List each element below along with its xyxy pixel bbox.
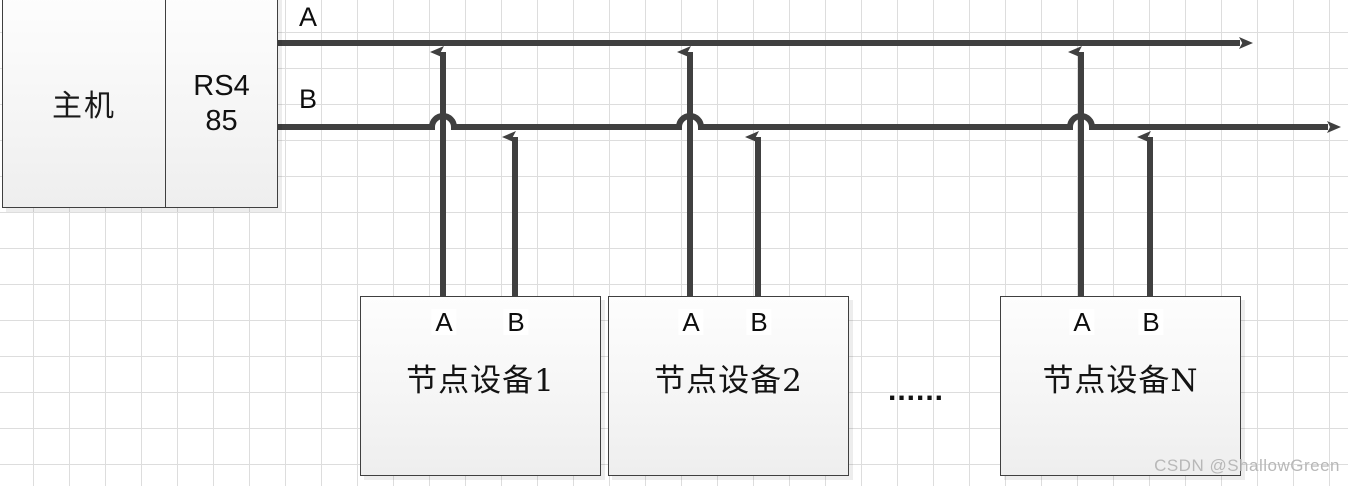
node-device-2-pin-a: A <box>678 309 704 335</box>
node-device-2-title: 节点设备2 <box>654 363 803 399</box>
node-device-n-pin-b: B <box>1138 309 1164 335</box>
node-device-2-pins: A B <box>609 309 848 345</box>
master-interface-line-1: RS4 <box>193 69 250 102</box>
master-interface-label: RS4 85 <box>193 63 249 140</box>
node-2-connectors <box>677 46 761 296</box>
node-device-n-box[interactable]: A B 节点设备N <box>1000 296 1241 476</box>
bus-label-b: B <box>299 84 318 114</box>
node-device-2-box[interactable]: A B 节点设备2 <box>608 296 849 476</box>
bus-label-a: A <box>299 2 318 32</box>
node-device-n-pin-a: A <box>1069 309 1095 335</box>
node-device-1-pins: A B <box>361 309 600 345</box>
node-device-n-title: 节点设备N <box>1042 363 1199 399</box>
master-interface-line-2: 85 <box>205 105 238 137</box>
node-device-2-pin-b: B <box>746 309 772 335</box>
node-1-connectors <box>430 46 518 296</box>
master-interface-cell: RS4 85 <box>166 0 277 207</box>
ellipsis-separator: ...... <box>888 374 945 407</box>
node-device-1-pin-a: A <box>431 309 457 335</box>
master-name-label: 主机 <box>52 89 116 124</box>
node-n-connectors <box>1068 46 1153 296</box>
node-device-1-pin-b: B <box>503 309 529 335</box>
node-device-1-box[interactable]: A B 节点设备1 <box>360 296 601 476</box>
bus-line-b <box>278 113 1341 133</box>
watermark-text: CSDN @ShallowGreen <box>1154 456 1340 475</box>
master-name-cell: 主机 <box>3 0 166 207</box>
node-device-1-title: 节点设备1 <box>406 363 555 399</box>
master-device-box[interactable]: 主机 RS4 85 <box>2 0 278 208</box>
node-device-n-pins: A B <box>1001 309 1240 345</box>
